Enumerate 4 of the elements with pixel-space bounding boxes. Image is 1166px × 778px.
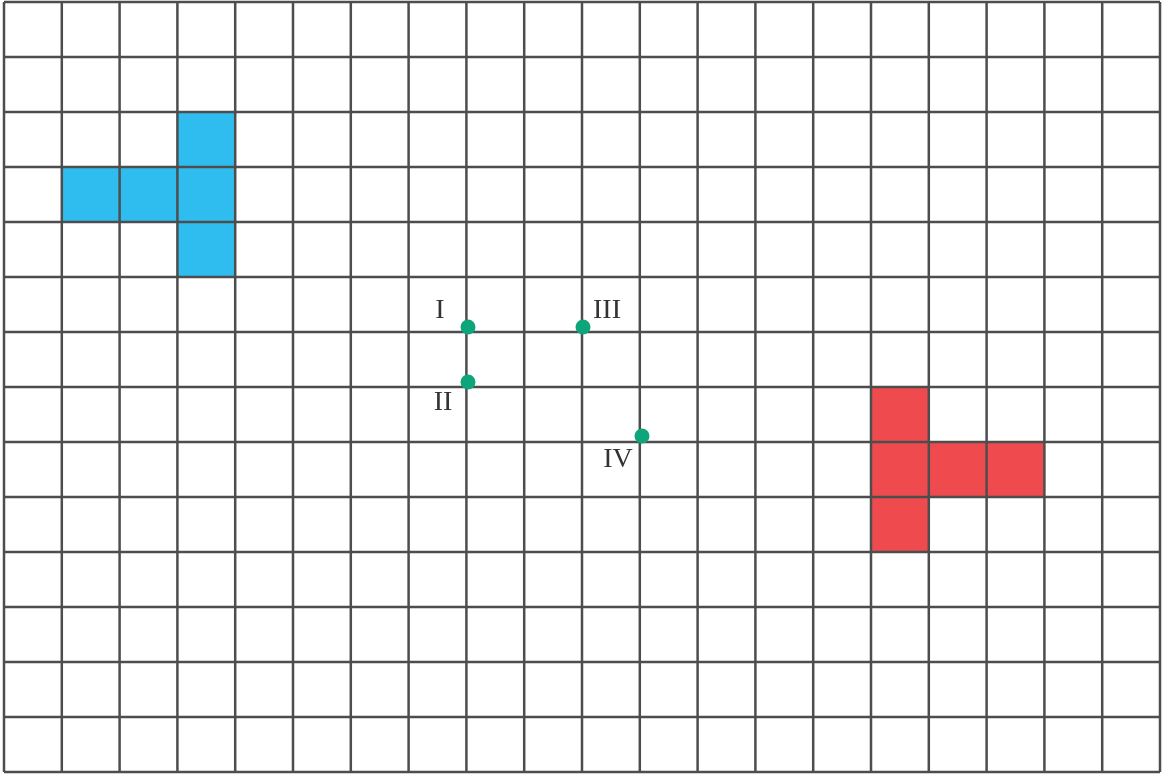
- point-label: II: [433, 387, 453, 415]
- point-label: I: [435, 295, 445, 323]
- point-label: IV: [603, 444, 633, 472]
- point-label: III: [593, 295, 621, 323]
